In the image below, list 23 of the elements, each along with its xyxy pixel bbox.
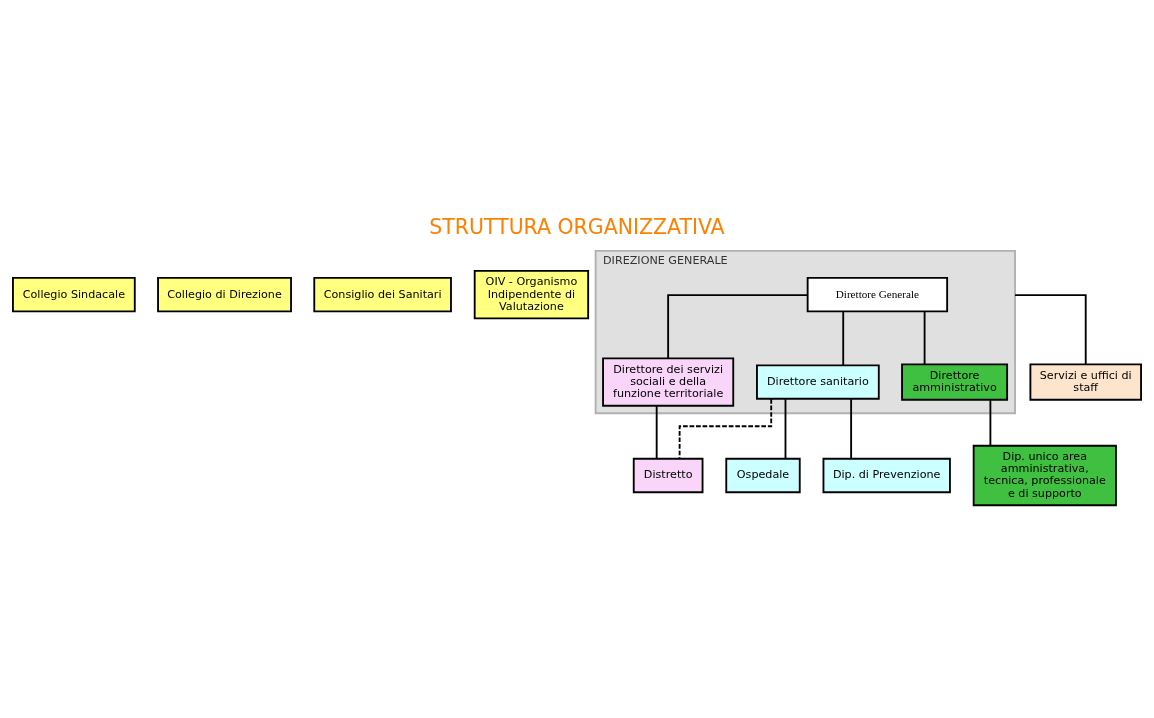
- node-box: Dip. unico area amministrativa, tecnica, professionale e di supporto: [972, 444, 1117, 506]
- node-box: Direttore Generale: [806, 276, 949, 312]
- node-box: Consiglio dei Sanitari: [313, 276, 452, 312]
- diagram-title: STRUTTURA ORGANIZZATIVA: [429, 214, 725, 239]
- connector: [784, 397, 787, 459]
- node-box: Ospedale: [725, 457, 801, 493]
- connector: [989, 398, 992, 446]
- node-box: Direttore dei servizi sociali e della funzione territoriale: [602, 356, 735, 407]
- connector: [850, 397, 853, 459]
- node-box: Distretto: [632, 457, 704, 493]
- node-box: Direttore amministrativo: [901, 362, 1009, 401]
- node-box: Collegio di Direzione: [157, 276, 292, 312]
- node-box: Direttore sanitario: [756, 363, 880, 400]
- connector: [842, 310, 845, 366]
- node-box: Dip. di Prevenzione: [822, 457, 951, 493]
- connector: [678, 397, 773, 459]
- node-box: Servizi e uffici di staff: [1029, 362, 1142, 401]
- node-box: OIV - Organismo Indipendente di Valutazione: [473, 269, 590, 319]
- node-box: Collegio Sindacale: [12, 276, 136, 312]
- connector: [655, 404, 658, 459]
- connector: [923, 310, 926, 365]
- connector: [1014, 293, 1087, 365]
- connector: [667, 293, 809, 359]
